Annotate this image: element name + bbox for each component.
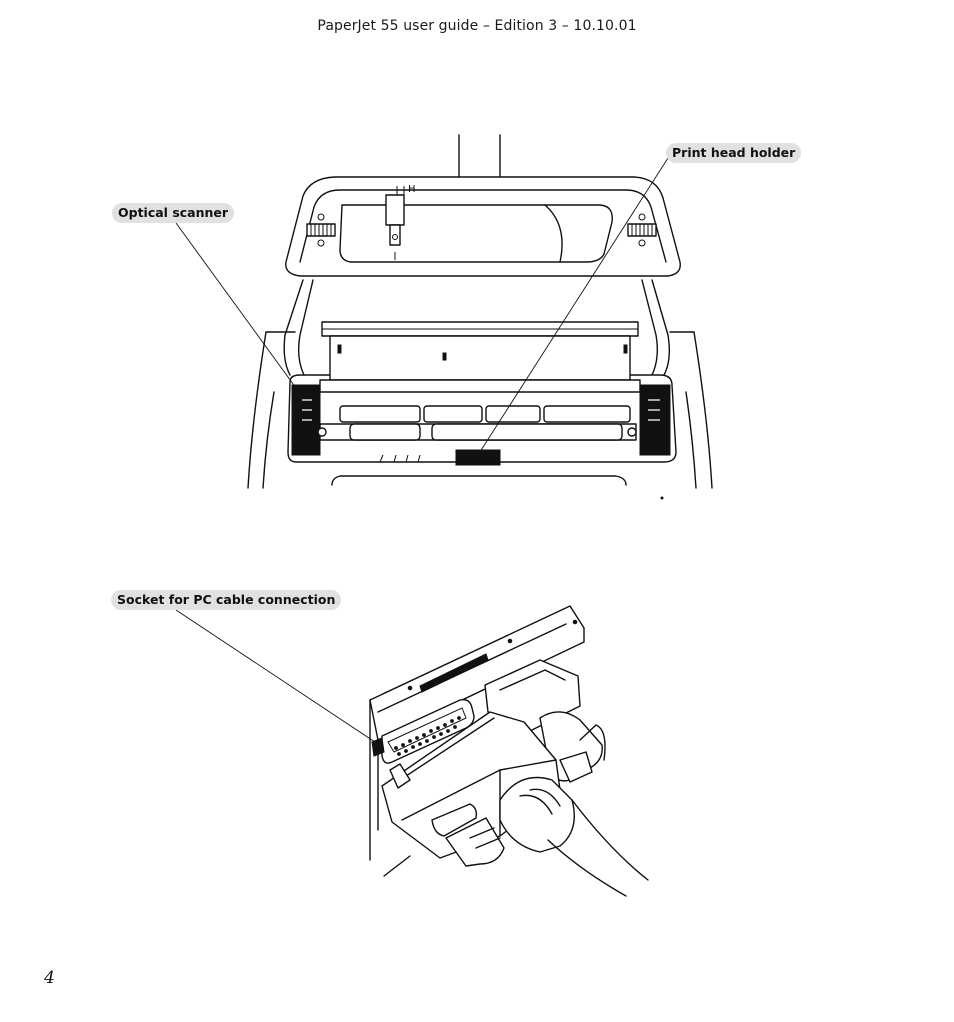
page-header: PaperJet 55 user guide – Edition 3 – 10.… — [317, 18, 637, 34]
optical-scanner-leader — [175, 222, 297, 389]
socket-label: Socket for PC cable connection — [111, 590, 342, 610]
socket-leader — [175, 609, 385, 749]
svg-text:H: H — [408, 184, 416, 195]
page-number: 4 — [44, 968, 55, 988]
print-head-holder-leader — [477, 157, 669, 456]
optical-scanner-label: Optical scanner — [112, 203, 235, 223]
print-head-holder-label: Print head holder — [666, 143, 802, 163]
